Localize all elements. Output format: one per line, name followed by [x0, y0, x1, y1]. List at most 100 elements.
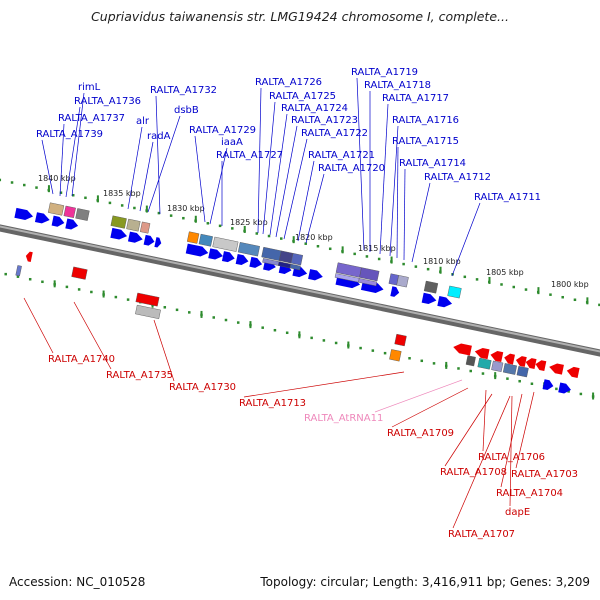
leader-line	[23, 297, 54, 354]
feature-block	[237, 242, 260, 257]
forward-gene-arrow	[437, 296, 453, 308]
reverse-gene-label: dapE	[505, 507, 530, 518]
leader-line	[396, 146, 399, 259]
tick-mark	[133, 206, 136, 210]
tick-mark	[353, 252, 356, 256]
feature-block	[359, 267, 380, 282]
leader-line	[155, 95, 161, 215]
forward-gene-label: dsbB	[174, 105, 199, 116]
forward-gene-arrow	[558, 382, 571, 394]
feature-block	[139, 221, 151, 234]
chromosome-backbone	[0, 224, 600, 357]
tick-mark	[169, 214, 173, 217]
tick-mark	[316, 244, 320, 248]
reverse-gene-arrow	[25, 251, 33, 262]
reverse-feature	[71, 266, 88, 280]
leader-line	[41, 139, 54, 195]
leader-line	[444, 393, 493, 467]
feature-block	[396, 275, 409, 288]
feature-block	[290, 253, 304, 266]
tick-mark	[365, 255, 369, 258]
leader-line	[209, 147, 228, 225]
reverse-gene-label: RALTA_A1707	[448, 529, 515, 540]
tick-mark	[157, 211, 161, 215]
tick-mark	[304, 242, 307, 245]
tick-mark	[328, 247, 332, 251]
leader-line	[515, 391, 535, 469]
forward-gene-label: RALTA_A1719	[351, 67, 418, 78]
forward-gene-arrow	[154, 237, 162, 248]
leader-line	[147, 115, 181, 213]
feature-block	[110, 215, 127, 229]
forward-gene-arrow	[390, 286, 400, 297]
topology-summary: Topology: circular; Length: 3,416,911 bp…	[260, 575, 590, 589]
backbone-highlight	[0, 225, 600, 353]
major-tick	[243, 225, 246, 233]
tick-mark	[512, 285, 516, 289]
leader-line	[403, 168, 406, 261]
forward-gene-label: RALTA_A1721	[308, 150, 375, 161]
reverse-gene-label: RALTA_A1706	[478, 452, 545, 463]
forward-gene-label: RALTA_A1725	[269, 91, 336, 102]
forward-gene-arrow	[421, 292, 437, 304]
tick-mark	[0, 178, 2, 182]
tick-mark	[224, 318, 228, 322]
reverse-feature	[15, 265, 22, 277]
feature-subblock	[289, 263, 301, 271]
forward-gene-label: iaaA	[221, 137, 243, 148]
major-tick	[102, 290, 105, 298]
tick-mark	[59, 191, 63, 194]
reverse-gene-arrow	[453, 343, 472, 356]
tick-mark	[561, 295, 564, 299]
leader-line	[509, 395, 513, 507]
major-tick	[96, 195, 99, 203]
tick-mark	[524, 288, 528, 291]
tick-mark	[310, 336, 313, 340]
forward-gene-arrow	[34, 212, 50, 224]
accession-text: Accession: NC_010528	[9, 575, 146, 589]
major-tick	[341, 246, 344, 254]
tick-mark	[23, 183, 26, 187]
tick-mark	[383, 351, 387, 355]
leader-line	[257, 87, 262, 234]
tick-mark	[463, 275, 467, 279]
tick-mark	[16, 275, 20, 278]
feature-block	[186, 231, 200, 244]
leader-line	[391, 387, 469, 428]
gene-labels: rimLRALTA_A1736RALTA_A1737RALTA_A1739alr…	[36, 67, 578, 540]
tick-mark	[598, 303, 600, 307]
reverse-feature	[135, 292, 160, 307]
reverse-gene-label: RALTA_A1708	[440, 467, 507, 478]
forward-gene-label: RALTA_A1717	[382, 93, 449, 104]
forward-gene-label: RALTA_A1739	[36, 129, 103, 140]
forward-gene-arrow	[127, 231, 143, 243]
forward-gene-arrow	[185, 243, 209, 257]
feature-block	[198, 233, 213, 247]
reverse-feature	[394, 333, 407, 347]
forward-gene-arrow	[235, 254, 249, 266]
forward-gene-label: RALTA_A1712	[424, 172, 491, 183]
major-tick	[439, 266, 442, 274]
tick-mark	[114, 295, 118, 299]
major-tick	[200, 310, 203, 318]
tick-mark	[273, 328, 277, 332]
reverse-gene-arrow	[525, 358, 537, 369]
forward-gene-arrow	[110, 227, 128, 240]
tick-mark	[567, 390, 570, 393]
feature-block	[447, 285, 462, 299]
major-tick	[298, 331, 301, 339]
tick-mark	[120, 204, 124, 207]
scale-ticks	[0, 178, 600, 400]
forward-gene-arrow	[14, 207, 34, 220]
forward-gene-label: RALTA_A1715	[392, 136, 459, 147]
feature-block	[278, 250, 294, 264]
leader-line	[452, 395, 511, 529]
scale-label: 1800 kbp	[551, 280, 589, 289]
reverse-gene-label: RALTA_A1735	[106, 370, 173, 381]
tick-mark	[475, 278, 479, 281]
forward-gene-label: RALTA_A1714	[399, 158, 466, 169]
tick-mark	[71, 193, 75, 197]
tick-mark	[359, 346, 362, 350]
major-tick	[53, 280, 56, 288]
tick-mark	[371, 349, 375, 352]
